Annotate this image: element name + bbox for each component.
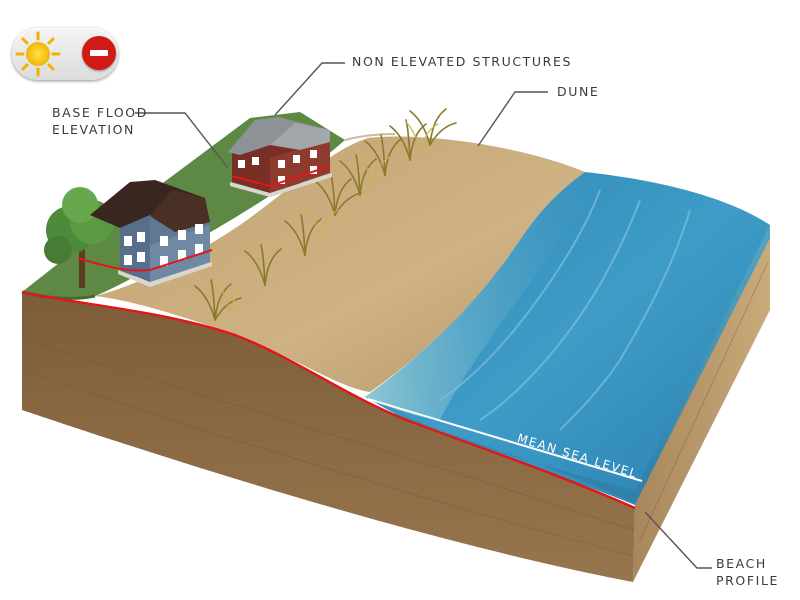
leader-base-flood xyxy=(135,112,229,169)
non-elevated-structures-label: NON ELEVATED STRUCTURES xyxy=(352,54,572,69)
leader-dune xyxy=(477,91,548,147)
soil-front-face xyxy=(22,292,635,582)
beach-profile-label-line2: PROFILE xyxy=(716,573,780,588)
dune-grass-light xyxy=(215,121,439,313)
beach-profile-line xyxy=(21,290,636,510)
water-surface xyxy=(365,172,770,505)
toggle-knob xyxy=(14,30,62,78)
beach-profile-label-line1: BEACH xyxy=(716,556,767,571)
sand-dune xyxy=(95,136,585,392)
soil-side-face xyxy=(633,225,770,582)
base-flood-elevation-label: BASE FLOOD ELEVATION xyxy=(52,104,148,138)
beach-profile-label: BEACH PROFILE xyxy=(716,555,779,589)
water-front-face xyxy=(365,225,770,503)
tree xyxy=(44,187,114,288)
sun-icon xyxy=(15,31,61,77)
brown-house xyxy=(228,117,332,197)
dune-grass xyxy=(194,108,457,321)
no-entry-icon[interactable] xyxy=(82,36,116,70)
leader-non-elevated xyxy=(274,62,345,116)
dune-label: DUNE xyxy=(557,84,600,99)
soil-strata xyxy=(24,261,769,557)
mean-sea-level-line xyxy=(367,398,643,482)
base-flood-line-blue-house xyxy=(77,249,213,272)
leader-beach-profile xyxy=(644,511,712,569)
leader-lines xyxy=(135,62,712,569)
base-flood-line-brown-house xyxy=(231,165,331,188)
blue-house xyxy=(77,180,213,287)
scenario-toggle[interactable] xyxy=(12,28,118,80)
base-flood-label-line2: ELEVATION xyxy=(52,122,136,137)
wave-crests xyxy=(439,189,691,431)
shallow-water xyxy=(365,172,620,420)
base-flood-label-line1: BASE FLOOD xyxy=(52,105,148,120)
